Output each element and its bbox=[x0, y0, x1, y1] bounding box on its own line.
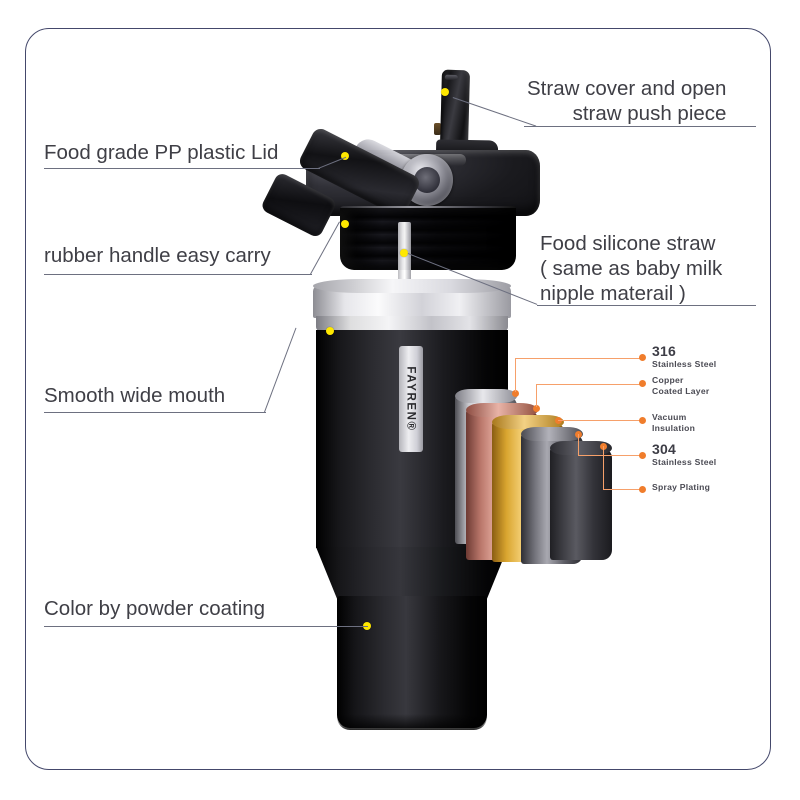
tumbler-rim bbox=[313, 279, 511, 318]
callout-powder-coating-rule bbox=[44, 626, 368, 627]
callout-wide-mouth-leader bbox=[264, 327, 297, 413]
marker-dot-pp-lid bbox=[341, 152, 349, 160]
callout-pp-lid-rule bbox=[44, 168, 320, 169]
layer-label-304-title: 304 bbox=[652, 441, 676, 457]
layer-source-dot-316 bbox=[512, 390, 519, 397]
lid-threads bbox=[340, 208, 516, 270]
layer-label-304: 304 Stainless Steel bbox=[652, 442, 716, 468]
layer-legend-dot-spray bbox=[639, 486, 646, 493]
straw-push-piece bbox=[439, 69, 471, 149]
callout-silicone-straw-line1: Food silicone straw bbox=[540, 232, 716, 255]
layer-connector-304-v bbox=[578, 434, 580, 456]
layer-label-304-subtitle: Stainless Steel bbox=[652, 456, 717, 467]
tumbler-rim-lip bbox=[316, 316, 508, 331]
callout-silicone-straw-rule bbox=[537, 305, 756, 306]
callout-rubber-handle-line1: rubber handle easy carry bbox=[44, 244, 271, 267]
layer-connector-316-v bbox=[515, 359, 517, 392]
callout-wide-mouth: Smooth wide mouth bbox=[44, 383, 225, 408]
callout-pp-lid: Food grade PP plastic Lid bbox=[44, 140, 278, 165]
layer-connector-spray-v bbox=[603, 446, 605, 490]
callout-powder-coating-line1: Color by powder coating bbox=[44, 597, 266, 620]
callout-silicone-straw-line2: ( same as baby milk bbox=[540, 257, 723, 280]
marker-dot-straw-cover bbox=[441, 88, 449, 96]
callout-straw-cover-rule bbox=[524, 126, 756, 127]
tumbler-base bbox=[337, 596, 487, 728]
layer-connector-vacuum-h bbox=[558, 420, 643, 422]
layer-connector-copper-h bbox=[536, 384, 643, 386]
layer-connector-304-h bbox=[578, 455, 643, 457]
layer-label-316-subtitle: Stainless Steel bbox=[652, 358, 717, 369]
marker-dot-handle bbox=[341, 220, 349, 228]
marker-dot-straw bbox=[400, 249, 408, 257]
callout-rubber-handle: rubber handle easy carry bbox=[44, 243, 271, 268]
layer-label-copper-subtitle: Coated Layer bbox=[652, 386, 710, 397]
layer-connector-copper-v bbox=[536, 385, 538, 407]
callout-silicone-straw: Food silicone straw ( same as baby milk … bbox=[540, 231, 722, 306]
tumbler-lid-assembly bbox=[259, 60, 560, 310]
layer-legend-dot-316 bbox=[639, 354, 646, 361]
layer-legend-dot-copper bbox=[639, 380, 646, 387]
layer-label-vacuum-subtitle: Insulation bbox=[652, 423, 696, 434]
callout-straw-cover-line1: Straw cover and open bbox=[527, 77, 727, 100]
push-piece-nub bbox=[434, 123, 441, 135]
layer-label-316-title: 316 bbox=[652, 343, 676, 359]
callout-straw-cover-line2: straw push piece bbox=[572, 102, 727, 125]
layer-connector-spray-h bbox=[603, 489, 643, 491]
callout-silicone-straw-line3: nipple materail ) bbox=[540, 282, 686, 305]
layer-label-vacuum-title: Vacuum bbox=[652, 412, 687, 422]
brand-logo: FAYREN® bbox=[399, 346, 423, 452]
callout-straw-cover: Straw cover and open straw push piece bbox=[527, 76, 726, 126]
callout-wide-mouth-rule bbox=[44, 412, 266, 413]
layer-legend-dot-vacuum bbox=[639, 417, 646, 424]
layer-label-copper: Copper Coated Layer bbox=[652, 375, 709, 397]
layer-legend-dot-304 bbox=[639, 452, 646, 459]
callout-rubber-handle-rule bbox=[44, 274, 312, 275]
layer-label-copper-title: Copper bbox=[652, 375, 684, 385]
callout-wide-mouth-line1: Smooth wide mouth bbox=[44, 384, 226, 407]
layer-connector-316-h bbox=[515, 358, 643, 360]
layer-label-316: 316 Stainless Steel bbox=[652, 344, 716, 370]
brand-logo-text: FAYREN® bbox=[405, 366, 418, 432]
layer-source-dot-copper bbox=[533, 405, 540, 412]
layer-label-spray-title: Spray Plating bbox=[652, 482, 711, 492]
layer-label-spray: Spray Plating bbox=[652, 482, 710, 493]
marker-dot-wide-mouth bbox=[326, 327, 334, 335]
tumbler-base-shadow bbox=[337, 714, 487, 730]
layer-label-vacuum: Vacuum Insulation bbox=[652, 412, 695, 434]
callout-pp-lid-line1: Food grade PP plastic Lid bbox=[44, 141, 279, 164]
callout-powder-coating: Color by powder coating bbox=[44, 596, 265, 621]
cutaway-layer-spray bbox=[550, 441, 612, 560]
